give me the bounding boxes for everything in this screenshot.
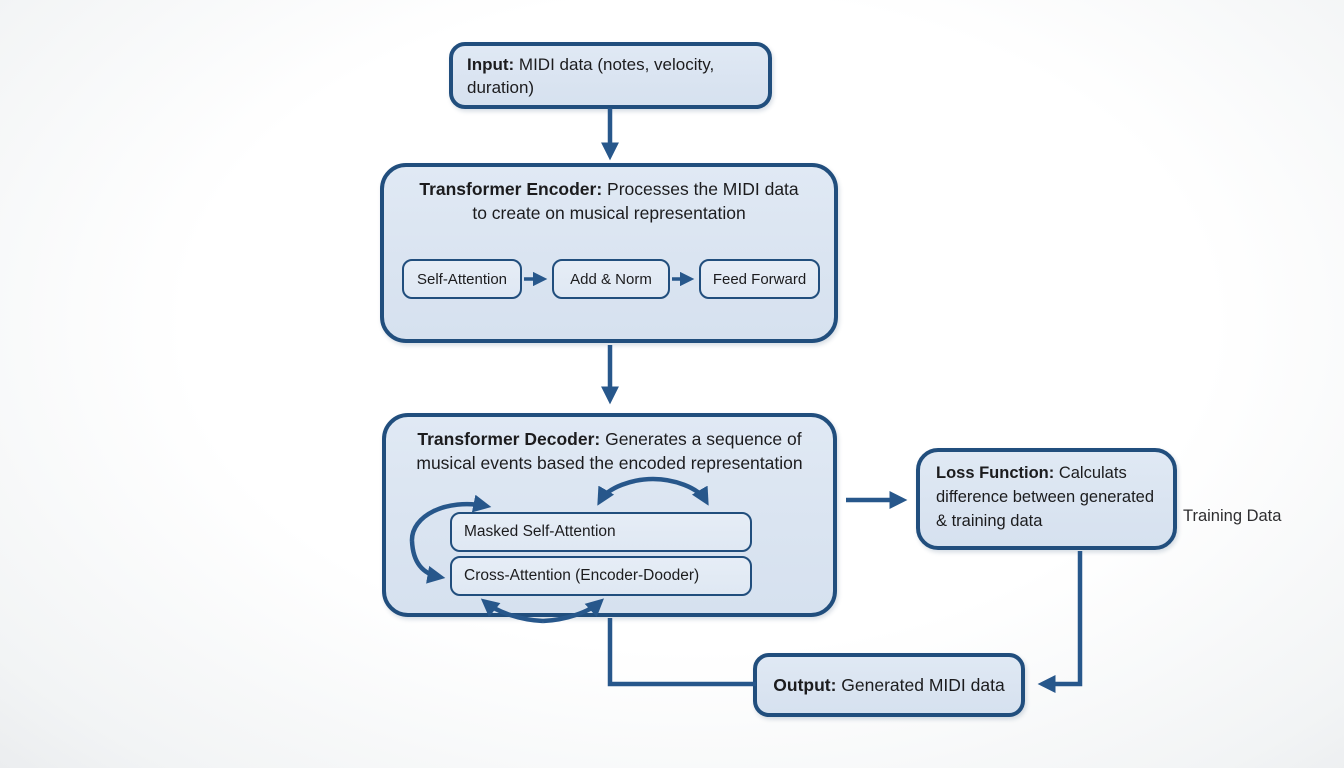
cross-attention-node: Cross-Attention (Encoder-Dooder) (450, 556, 752, 596)
encoder-node: Transformer Encoder: Processes the MIDI … (380, 163, 838, 343)
input-label: Input: (467, 55, 515, 74)
output-label: Output: (773, 674, 837, 695)
loss-text: Loss Function: Calculats difference betw… (936, 461, 1157, 533)
feed-forward-node: Feed Forward (699, 259, 820, 299)
encoder-title: Transformer Encoder: Processes the MIDI … (414, 177, 804, 225)
self-attention-label: Self-Attention (416, 270, 508, 288)
masked-self-attention-label: Masked Self-Attention (464, 523, 616, 540)
encoder-label: Transformer Encoder: (419, 179, 603, 199)
input-text: Input: MIDI data (notes, velocity, durat… (467, 53, 754, 99)
output-text: Output: Generated MIDI data (773, 675, 1004, 696)
add-norm-label: Add & Norm (570, 270, 652, 288)
cross-attention-label: Cross-Attention (Encoder-Dooder) (464, 567, 700, 584)
training-data-label: Training Data (1183, 507, 1282, 525)
loss-label: Loss Function: (936, 464, 1055, 482)
output-desc: Generated MIDI data (836, 674, 1005, 695)
decoder-desc: Generates a sequence of musical events b… (416, 429, 803, 473)
input-node: Input: MIDI data (notes, velocity, durat… (449, 42, 772, 109)
decoder-label: Transformer Decoder: (417, 429, 601, 449)
output-node: Output: Generated MIDI data (753, 653, 1025, 717)
loss-desc: Calculats difference between generated &… (936, 464, 1155, 530)
self-attention-node: Self-Attention (402, 259, 522, 299)
add-norm-node: Add & Norm (552, 259, 670, 299)
loss-node: Loss Function: Calculats difference betw… (916, 448, 1177, 550)
decoder-title: Transformer Decoder: Generates a sequenc… (416, 427, 803, 475)
input-desc: MIDI data (notes, velocity, duration) (467, 55, 715, 97)
encoder-desc: Processes the MIDI data to create on mus… (472, 179, 799, 223)
feed-forward-label: Feed Forward (712, 270, 807, 288)
masked-self-attention-node: Masked Self-Attention (450, 512, 752, 552)
